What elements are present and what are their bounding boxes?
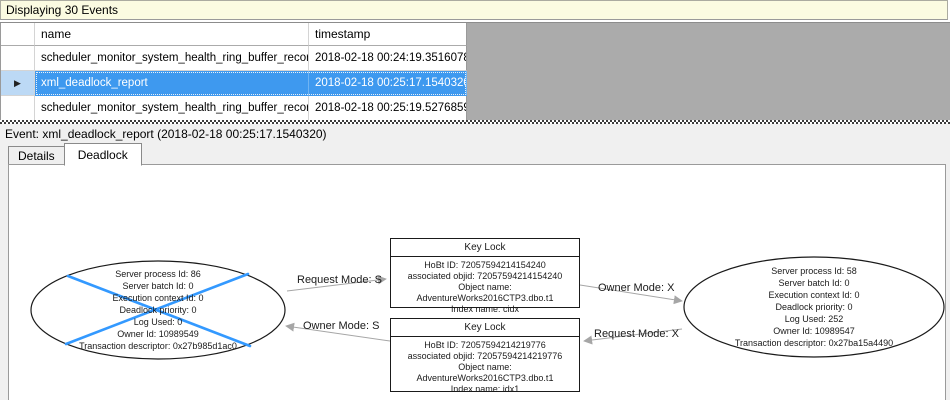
resource-node-bottom-keylock: Key Lock HoBt ID: 72057594214219776 asso… bbox=[390, 318, 580, 394]
event-name-cell[interactable]: scheduler_monitor_system_health_ring_buf… bbox=[35, 96, 309, 121]
node-line: Transaction descriptor: 0x27b985d1ac0 bbox=[79, 341, 237, 351]
node-line: Deadlock priority: 0 bbox=[775, 302, 853, 312]
node-line: Owner Id: 10989549 bbox=[117, 329, 199, 339]
current-row-arrow-icon: ▶ bbox=[14, 77, 21, 88]
edge-label-owner-mode-x: Owner Mode: X bbox=[598, 282, 675, 294]
node-line: Execution context Id: 0 bbox=[112, 293, 204, 303]
edge-label-request-mode-s: Request Mode: S bbox=[297, 274, 382, 286]
tab-details[interactable]: Details bbox=[8, 146, 65, 165]
column-header-timestamp[interactable]: timestamp bbox=[309, 23, 467, 46]
node-line: Execution context Id: 0 bbox=[768, 290, 860, 300]
events-count-bar: Displaying 30 Events bbox=[0, 0, 948, 20]
node-line: Owner Id: 10989547 bbox=[773, 326, 855, 336]
resource-line: associated objid: 72057594214154240 bbox=[407, 271, 563, 281]
event-name-cell[interactable]: xml_deadlock_report bbox=[35, 71, 309, 96]
resource-title: Key Lock bbox=[391, 239, 579, 257]
detail-tabstrip: Details Deadlock bbox=[8, 142, 142, 166]
resource-line: Index name: idx1 bbox=[450, 384, 520, 394]
node-line: Server batch Id: 0 bbox=[778, 278, 850, 288]
selected-event-summary: Event: xml_deadlock_report (2018-02-18 0… bbox=[5, 127, 327, 141]
resource-title: Key Lock bbox=[391, 319, 579, 337]
deadlock-graph-pane: Server process Id: 86 Server batch Id: 0… bbox=[8, 164, 946, 400]
node-line: Deadlock priority: 0 bbox=[119, 305, 197, 315]
node-line: Log Used: 252 bbox=[784, 314, 844, 324]
event-timestamp-cell[interactable]: 2018-02-18 00:25:17.1540320 bbox=[309, 71, 467, 96]
edge-owner-x-line bbox=[579, 284, 683, 305]
tab-deadlock[interactable]: Deadlock bbox=[63, 143, 142, 166]
resource-line: HoBt ID: 72057594214154240 bbox=[424, 260, 546, 270]
edge-request-s-line bbox=[286, 275, 387, 292]
resource-line: HoBt ID: 72057594214219776 bbox=[424, 340, 546, 350]
grid-detail-splitter[interactable] bbox=[0, 120, 950, 124]
grid-header-selector-cell bbox=[1, 23, 35, 46]
event-timestamp-cell[interactable]: 2018-02-18 00:24:19.3516078 bbox=[309, 46, 467, 71]
event-row-selected[interactable]: ▶ xml_deadlock_report 2018-02-18 00:25:1… bbox=[1, 71, 467, 96]
row-selector-cell[interactable]: ▶ bbox=[1, 71, 35, 96]
node-line: Server process Id: 58 bbox=[771, 266, 857, 276]
resource-line: Object name: AdventureWorks2016CTP3.dbo.… bbox=[416, 362, 554, 383]
resource-line: Index name: cidx bbox=[450, 304, 520, 314]
edge-label-request-mode-x: Request Mode: X bbox=[594, 328, 679, 340]
node-line: Log Used: 0 bbox=[133, 317, 183, 327]
node-line: Transaction descriptor: 0x27ba15a4490 bbox=[734, 338, 894, 348]
event-detail-pane: Event: xml_deadlock_report (2018-02-18 0… bbox=[0, 124, 950, 400]
edge-label-owner-mode-s: Owner Mode: S bbox=[303, 320, 380, 332]
row-selector-cell[interactable] bbox=[1, 46, 35, 71]
node-line: Server batch Id: 0 bbox=[122, 281, 194, 291]
node-line: Server process Id: 86 bbox=[115, 269, 201, 279]
process-node-left-text: Server process Id: 86 Server batch Id: 0… bbox=[28, 268, 288, 352]
process-node-right-text: Server process Id: 58 Server batch Id: 0… bbox=[684, 265, 944, 349]
edge-request-x-line bbox=[583, 328, 683, 345]
event-name-cell[interactable]: scheduler_monitor_system_health_ring_buf… bbox=[35, 46, 309, 71]
edge-owner-s-line bbox=[285, 322, 391, 342]
victim-cross-icon bbox=[64, 272, 252, 348]
resource-node-top-keylock: Key Lock HoBt ID: 72057594214154240 asso… bbox=[390, 238, 580, 314]
deadlock-graph-canvas bbox=[30, 256, 945, 360]
column-header-name[interactable]: name bbox=[35, 23, 309, 46]
event-row[interactable]: scheduler_monitor_system_health_ring_buf… bbox=[1, 96, 467, 121]
events-grid-columns-area: name timestamp scheduler_monitor_system_… bbox=[0, 23, 467, 121]
resource-line: Object name: AdventureWorks2016CTP3.dbo.… bbox=[416, 282, 554, 303]
process-node-right-ellipse bbox=[683, 256, 945, 358]
event-row[interactable]: scheduler_monitor_system_health_ring_buf… bbox=[1, 46, 467, 71]
event-timestamp-cell[interactable]: 2018-02-18 00:25:19.5276859 bbox=[309, 96, 467, 121]
row-selector-cell[interactable] bbox=[1, 96, 35, 121]
events-grid[interactable]: name timestamp scheduler_monitor_system_… bbox=[0, 22, 950, 121]
events-count-text: Displaying 30 Events bbox=[6, 3, 119, 17]
resource-line: associated objid: 72057594214219776 bbox=[407, 351, 563, 361]
grid-header-row: name timestamp bbox=[1, 23, 467, 46]
